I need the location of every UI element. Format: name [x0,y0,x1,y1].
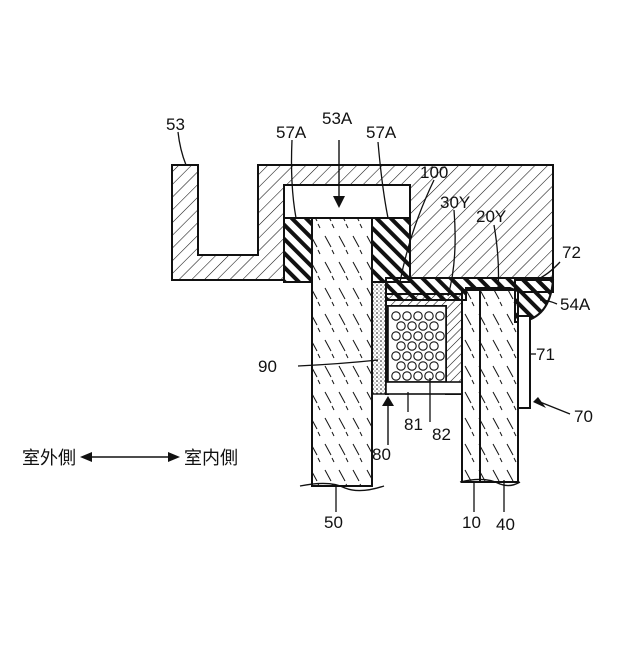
desiccant-bead [408,362,416,370]
desiccant-bead [436,372,444,380]
frame-71 [518,316,530,408]
desiccant-bead [414,312,422,320]
label-40: 40 [496,515,515,534]
label-72: 72 [562,243,581,262]
desiccant-bead [397,362,405,370]
desiccant-bead [392,312,400,320]
label-outdoor-side: 室外側 [22,448,76,469]
desiccant-bead [414,352,422,360]
desiccant-bead [414,332,422,340]
label-71: 71 [536,345,555,364]
label-20Y: 20Y [476,207,506,226]
desiccant-bead [414,372,422,380]
desiccant-bead [403,332,411,340]
label-50: 50 [324,513,343,532]
desiccant-bead [425,352,433,360]
desiccant-bead [436,332,444,340]
desiccant-bead [403,312,411,320]
desiccant-bead [403,372,411,380]
arrow-70-head [533,397,546,408]
label-54A: 54A [560,295,591,314]
glass-40 [480,290,518,482]
label-57A-left: 57A [276,123,307,142]
direction-arrow-left-head [80,452,92,462]
label-indoor-side: 室内側 [184,448,238,469]
desiccant-bead [430,342,438,350]
desiccant-bead [436,352,444,360]
desiccant-bead [425,372,433,380]
glass-50 [312,218,372,486]
label-82: 82 [432,425,451,444]
label-70: 70 [574,407,593,426]
desiccant-bead [403,352,411,360]
arrow-80-head [382,396,394,406]
label-30Y: 30Y [440,193,470,212]
desiccant-bead [425,312,433,320]
glass-10 [462,290,480,482]
desiccant-bead [408,342,416,350]
desiccant-bead [392,332,400,340]
label-90: 90 [258,357,277,376]
spacer-base [386,382,462,394]
label-80: 80 [372,445,391,464]
direction-arrow-right-head [168,452,180,462]
label-57A-right: 57A [366,123,397,142]
desiccant-bead [397,322,405,330]
label-53: 53 [166,115,185,134]
desiccant-bead [419,362,427,370]
gasket-57A-right [372,218,410,282]
desiccant-bead [408,322,416,330]
desiccant-bead [425,332,433,340]
desiccant-bead [436,312,444,320]
desiccant-bead [430,322,438,330]
arrow-53A-head [333,196,345,208]
desiccant-bead [419,322,427,330]
desiccant-bead [419,342,427,350]
arrow-70 [540,402,570,414]
label-81: 81 [404,415,423,434]
desiccant-bead [392,352,400,360]
sealant-90 [372,282,386,394]
desiccant-bead [397,342,405,350]
label-100: 100 [420,163,448,182]
desiccant-bead [430,362,438,370]
desiccant-bead [392,372,400,380]
label-10: 10 [462,513,481,532]
label-53A: 53A [322,109,353,128]
gasket-57A-left [284,218,312,282]
